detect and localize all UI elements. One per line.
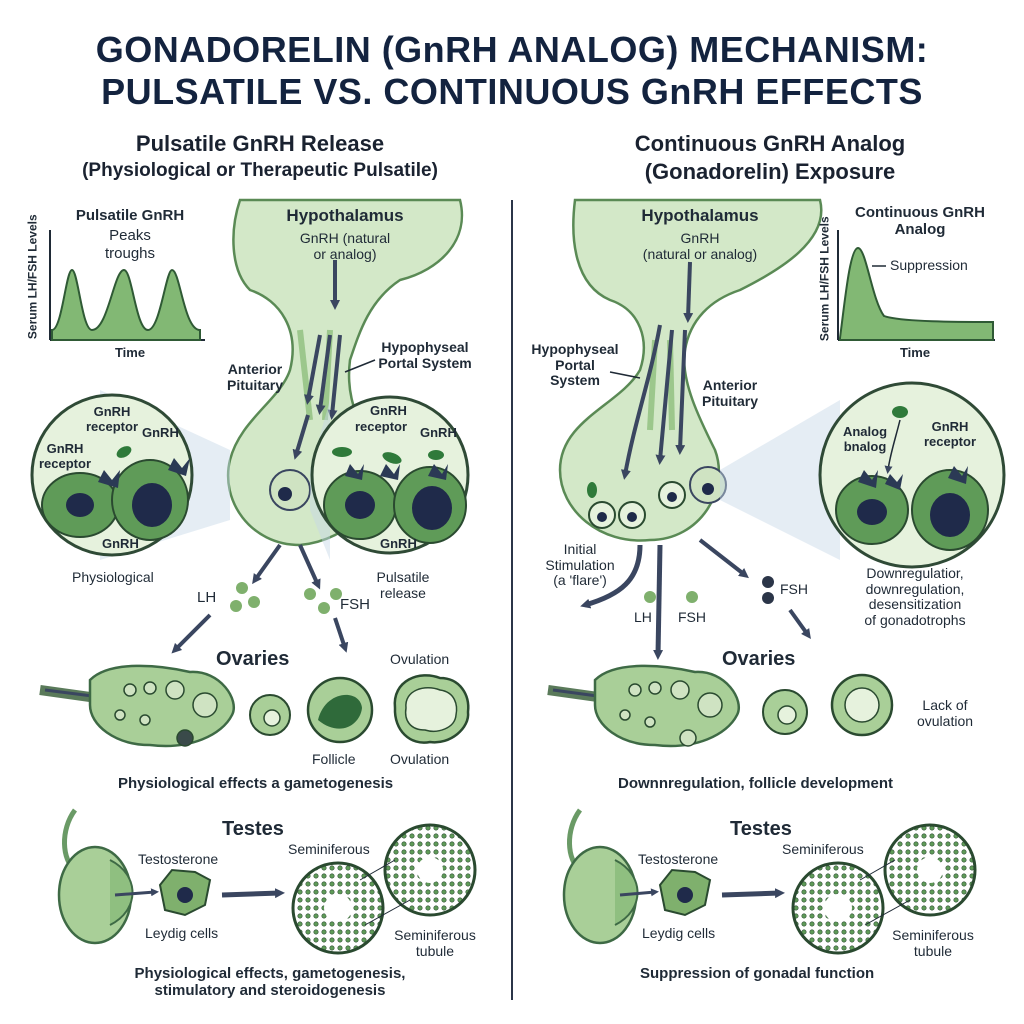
right-hypothalamus-pituitary (558, 198, 840, 560)
pulsatile-curve (51, 268, 201, 341)
left-pulsatile-release-label: Pulsatile release (376, 569, 430, 601)
right-testes-label: Testes (730, 818, 792, 840)
right-testes-caption: Suppression of gonadal function (640, 965, 875, 982)
continuous-curve (839, 246, 994, 341)
main-title-line-2: PULSATILE VS. CONTINUOUS GnRH EFFECTS (101, 71, 923, 112)
right-hypothalamus-label: Hypothalamus (641, 206, 759, 225)
left-ovulation-top: Ovulation (390, 651, 450, 667)
left-pulsatile-graph (49, 230, 205, 341)
left-ovary-caption: Physiological effects a gametogenesis (118, 775, 394, 792)
left-testes-caption: Physiological effects, gametogenesis, st… (134, 965, 406, 999)
left-gnrh-source-label: GnRH (natural or analog) (299, 230, 391, 262)
left-ovary (39, 664, 470, 748)
left-hypothalamus-label: Hypothalamus (286, 206, 404, 225)
left-portal-label: Hypophyseal Portal System (378, 339, 472, 371)
left-zoom1-gnrh-top: GnRH (142, 425, 179, 440)
left-physiological-label: Physiological (72, 569, 154, 585)
right-fsh-release-label: FSH (780, 581, 808, 597)
left-graph-peaks: Peaks (109, 227, 151, 244)
left-ovaries-label: Ovaries (216, 648, 290, 670)
left-lh-label: LH (197, 589, 217, 606)
left-lh-fsh-release (171, 543, 349, 654)
right-gnrh-source-label: GnRH (natural or analog) (642, 230, 758, 262)
right-zoom-circle (818, 381, 1006, 569)
left-zoom2-receptor: receptor (355, 419, 408, 434)
left-subheading: (Physiological or Therapeutic Pulsatile) (82, 160, 438, 181)
right-pituitary-label: Anterior Pituitary (701, 377, 758, 409)
left-graph-ylabel: Serum LH/FSH Levels (25, 214, 40, 340)
left-zoom2-gnrh: GnRH (370, 403, 407, 418)
left-seminiferous-tubule: Seminiferous tubule (394, 927, 476, 959)
left-zoom1-gnrh-bottom: GnRH (102, 536, 139, 551)
right-seminiferous-top: Seminiferous (782, 841, 864, 857)
right-testosterone-label: Testosterone (638, 851, 719, 867)
right-testes (562, 808, 977, 955)
left-testosterone-label: Testosterone (138, 851, 219, 867)
left-testes (57, 808, 477, 955)
left-graph-title: Pulsatile GnRH (75, 207, 185, 224)
right-lh-label: LH (634, 609, 652, 625)
left-pituitary-label: Anterior Pituitary (226, 361, 283, 393)
right-heading: Continuous GnRH Analog (634, 131, 906, 156)
left-graph-xlabel: Time (114, 345, 146, 360)
left-zoom-circle-2 (310, 395, 470, 555)
left-zoom2-gnrh-bottom: GnRH (380, 536, 417, 551)
left-heading: Pulsatile GnRH Release (135, 131, 385, 156)
left-graph-troughs: troughs (104, 245, 156, 262)
left-zoom2-gnrh-right: GnRH (420, 425, 457, 440)
left-seminiferous-top: Seminiferous (288, 841, 370, 857)
left-testes-label: Testes (222, 818, 284, 840)
right-graph-suppression: Suppression (890, 257, 968, 273)
left-zoom1-receptor-side: GnRH receptor (38, 441, 92, 471)
right-ovary (547, 664, 894, 748)
right-graph-ylabel: Serum LH/FSH Levels (817, 216, 832, 342)
left-follicle-label: Follicle (312, 751, 356, 767)
right-lh-fsh-release (580, 538, 811, 660)
left-fsh-label: FSH (340, 596, 370, 613)
right-ovaries-label: Ovaries (722, 648, 796, 670)
left-ovulation-bottom: Ovulation (390, 751, 450, 767)
right-fsh-label: FSH (678, 609, 706, 625)
right-flare-label: Initial Stimulation (a 'flare') (545, 541, 615, 589)
left-zoom-circle-1 (30, 393, 194, 557)
right-zoom-receptor: GnRH receptor (923, 419, 977, 449)
left-zoom1-receptor-top: GnRH receptor (85, 404, 139, 434)
right-graph-title: Continuous GnRH Analog (855, 204, 985, 238)
right-leydig-label: Leydig cells (642, 925, 716, 941)
right-ovary-caption: Downnregulation, follicle development (618, 775, 894, 792)
right-zoom-analog: Analog bnalog (842, 424, 888, 454)
right-lack-ovulation: Lack of ovulation (916, 697, 974, 729)
left-leydig-label: Leydig cells (145, 925, 219, 941)
right-downregulation-label: Downregulatior, downregulation, desensit… (864, 565, 966, 629)
main-title-line-1: GONADORELIN (GnRH ANALOG) MECHANISM: (95, 29, 929, 70)
right-portal-label: Hypophyseal Portal System (531, 341, 619, 389)
right-continuous-graph (837, 230, 995, 341)
right-seminiferous-tubule: Seminiferous tubule (892, 927, 974, 959)
right-graph-xlabel: Time (899, 345, 931, 360)
right-subheading: (Gonadorelin) Exposure (644, 159, 896, 184)
